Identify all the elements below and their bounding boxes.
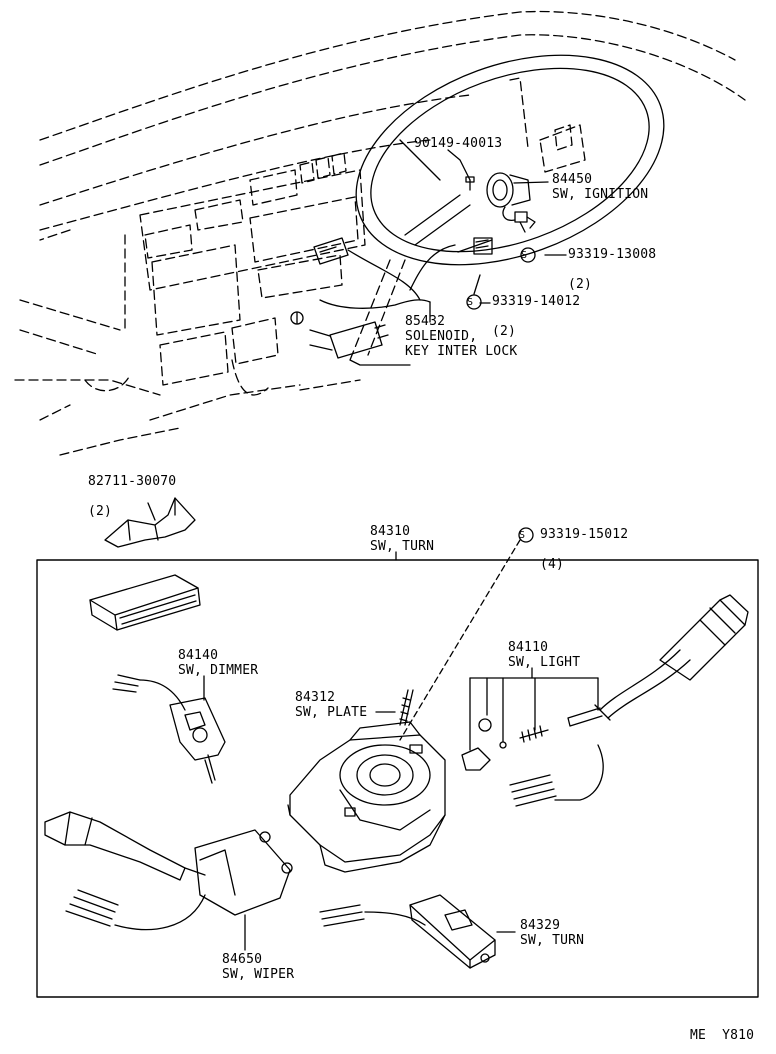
light-switch-84110 [461, 594, 749, 807]
label-84110: 84110 SW, LIGHT [508, 640, 581, 670]
diagram-code: ME Y810 [690, 1028, 755, 1043]
switch-assembly-box [36, 559, 759, 998]
s-circle-93319-15012 [518, 527, 534, 543]
connector-block [89, 574, 201, 631]
s-mark-14012: S [467, 297, 474, 308]
label-84312: 84312 SW, PLATE [295, 690, 368, 720]
label-93319-14012: 93319-14012 (2) [492, 294, 581, 339]
label-93319-13008: 93319-13008 (2) [568, 247, 657, 292]
plate-84312 [375, 689, 414, 726]
label-84310: 84310 SW, TURN [370, 524, 435, 554]
s-mark-13008: S [521, 250, 528, 261]
steering-wheel [349, 54, 665, 361]
wiper-switch-84650 [44, 811, 293, 951]
solenoid-85432 [290, 237, 431, 366]
leader-lines-top [429, 149, 567, 323]
label-85432: 85432 SOLENOID, KEY INTER LOCK [405, 314, 518, 359]
turn-switch-body [287, 721, 446, 873]
label-84329: 84329 SW, TURN [520, 918, 585, 948]
screw-90149 [465, 176, 475, 191]
clip-82711 [104, 497, 196, 548]
label-90149: 90149-40013 [414, 136, 503, 151]
turn-switch-84329 [319, 894, 516, 969]
label-84140: 84140 SW, DIMMER [178, 648, 259, 678]
label-84650: 84650 SW, WIPER [222, 952, 295, 982]
s-mark-15012: S [519, 530, 526, 541]
dashboard-outline [14, 10, 746, 456]
label-84450: 84450 SW, IGNITION [552, 172, 649, 202]
label-93319-15012: 93319-15012 (4) [540, 527, 629, 572]
label-82711: 82711-30070 (2) [88, 474, 177, 519]
ignition-switch-84450 [409, 172, 536, 291]
leader-93319-15012 [399, 539, 521, 741]
dimmer-switch-84140 [112, 674, 226, 784]
